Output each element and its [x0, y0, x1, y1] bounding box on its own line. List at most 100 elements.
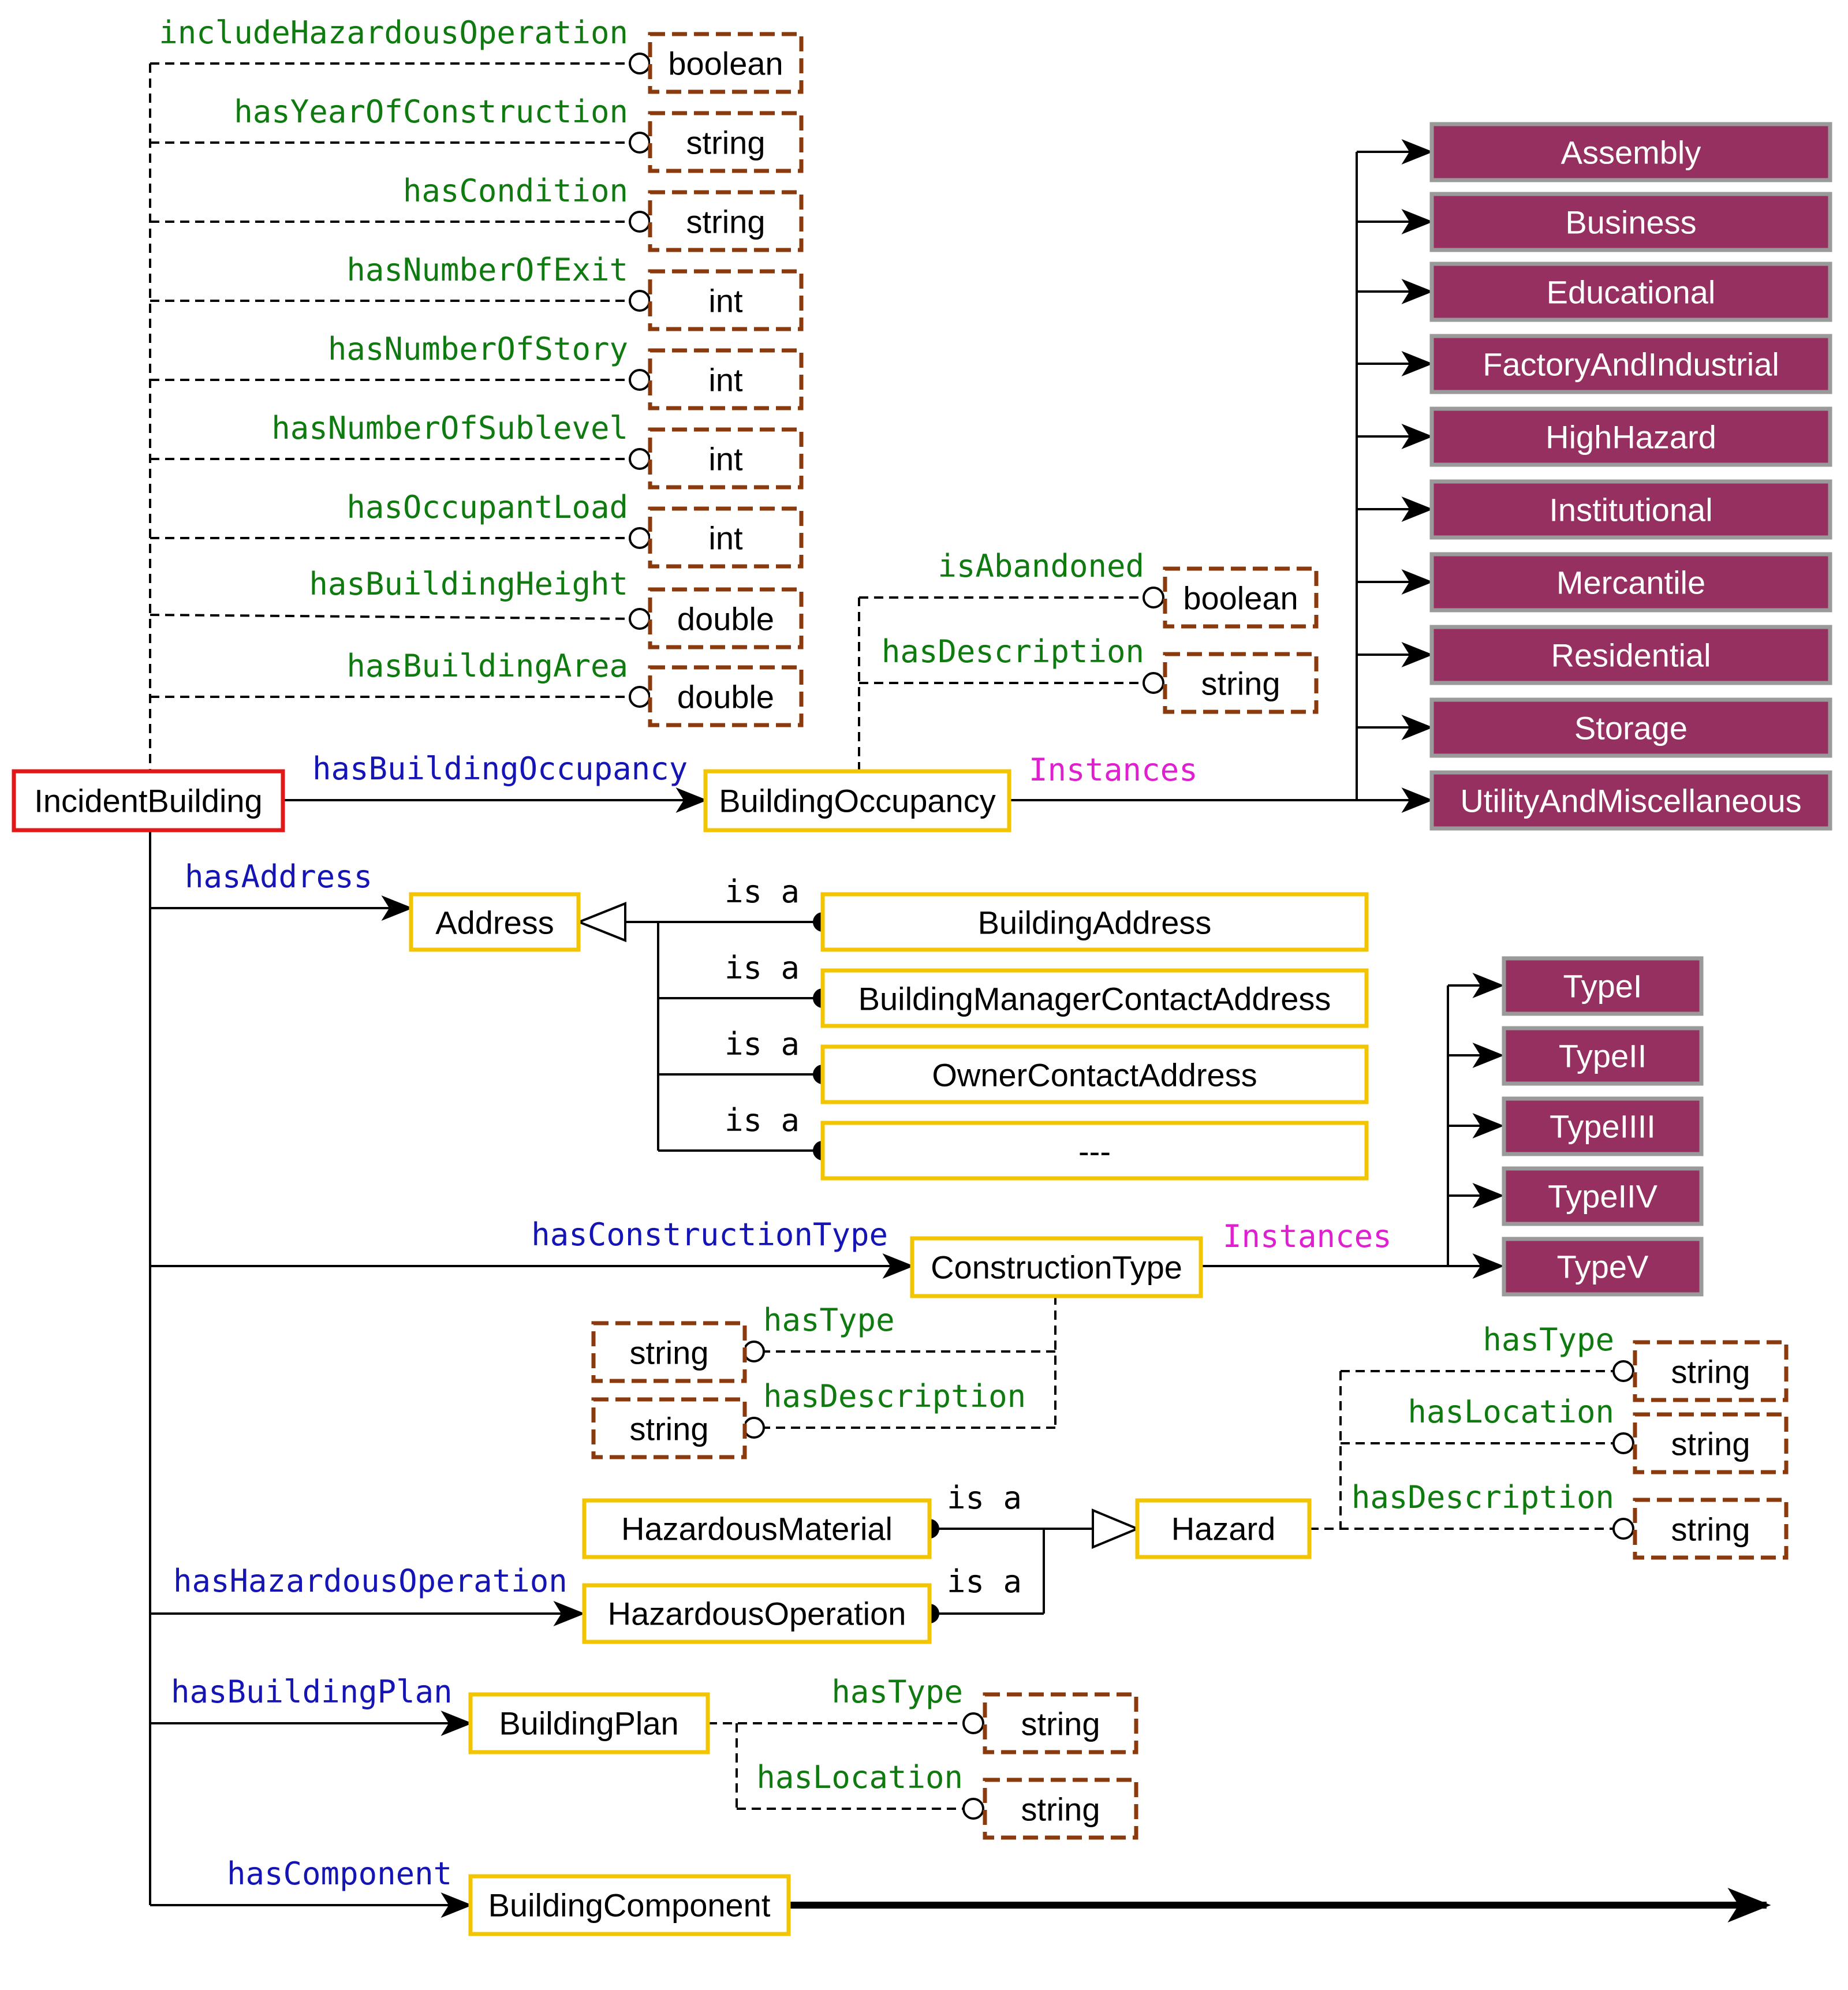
instance-type-v[interactable]: TypeV [1502, 1237, 1704, 1297]
isa-label: is a [725, 1026, 800, 1062]
node-building-component[interactable]: BuildingComponent [468, 1874, 791, 1936]
instance-label: Residential [1551, 637, 1711, 674]
node-building-occupancy[interactable]: BuildingOccupancy [703, 769, 1011, 832]
node-building-plan[interactable]: BuildingPlan [468, 1692, 710, 1754]
relation-label-has-building-occupancy: hasBuildingOccupancy [312, 751, 688, 787]
construction-section: hasConstructionType ConstructionType Ins… [531, 1216, 1392, 1459]
datatype-box[interactable] [648, 665, 804, 727]
datatype-box[interactable] [648, 587, 804, 649]
instance-label: Business [1565, 204, 1696, 241]
instance-type-ii[interactable]: TypeII [1502, 1026, 1704, 1086]
datatype-box[interactable] [1163, 566, 1319, 629]
isa-label: is a [947, 1480, 1022, 1516]
property-label: hasNumberOfExit [346, 252, 628, 288]
isa-label: is a [725, 950, 800, 986]
node-label: BuildingManagerContactAddress [858, 981, 1331, 1017]
occupancy-section: hasBuildingOccupancy BuildingOccupancy i… [312, 548, 1319, 832]
node-label: HazardousMaterial [621, 1511, 893, 1547]
instance-label: Storage [1574, 710, 1688, 746]
instance-educational[interactable]: Educational [1429, 262, 1832, 322]
datatype-box[interactable] [1633, 1412, 1789, 1474]
datatype-box[interactable] [648, 111, 804, 173]
instance-type-iiv[interactable]: TypeIIV [1502, 1166, 1704, 1226]
property-label: hasYearOfConstruction [234, 94, 628, 130]
node-other-address[interactable]: --- [820, 1121, 1369, 1181]
node-label: Hazard [1171, 1511, 1276, 1547]
instance-factory-and-industrial[interactable]: FactoryAndIndustrial [1429, 334, 1832, 394]
datatype-box[interactable] [648, 348, 804, 410]
datatype-box[interactable] [983, 1692, 1138, 1754]
instance-label: Mercantile [1556, 565, 1705, 601]
node-label: ConstructionType [931, 1249, 1182, 1286]
instance-type-i[interactable]: TypeI [1502, 956, 1704, 1016]
property-label: hasBuildingHeight [309, 566, 628, 602]
node-hazardous-material[interactable]: HazardousMaterial [582, 1498, 932, 1559]
instance-label: Institutional [1549, 492, 1712, 528]
relation-label-has-building-plan: hasBuildingPlan [171, 1674, 453, 1710]
isa-label: is a [947, 1563, 1022, 1600]
property-condition: hasCondition string [403, 173, 804, 252]
instance-type-iiii[interactable]: TypeIIII [1502, 1096, 1704, 1156]
instances-label: Instances [1029, 752, 1198, 788]
node-building-address[interactable]: BuildingAddress [820, 892, 1369, 952]
instance-high-hazard[interactable]: HighHazard [1429, 406, 1832, 467]
datatype-box[interactable] [1633, 1498, 1789, 1560]
relation-label-has-address: hasAddress [185, 858, 372, 895]
instance-label: TypeI [1563, 968, 1642, 1005]
node-construction-type[interactable]: ConstructionType [910, 1236, 1203, 1298]
node-owner-contact-address[interactable]: OwnerContactAddress [820, 1044, 1369, 1104]
property-label-has-type: hasType [1483, 1321, 1614, 1358]
datatype-label: double [677, 679, 774, 715]
property-label: hasNumberOfSublevel [271, 410, 628, 446]
construction-instances: TypeI TypeII TypeIIII TypeIIV TypeV [1502, 956, 1704, 1297]
instance-business[interactable]: Business [1429, 192, 1832, 252]
datatype-label: string [630, 1411, 709, 1447]
datatype-box[interactable] [648, 506, 804, 569]
instance-label: TypeV [1557, 1249, 1649, 1285]
node-building-manager-contact-address[interactable]: BuildingManagerContactAddress [820, 968, 1369, 1028]
datatype-box[interactable] [1163, 652, 1319, 714]
datatype-box[interactable] [648, 427, 804, 490]
address-section: hasAddress Address is a is a is a is a B… [185, 858, 1369, 1181]
property-label: includeHazardousOperation [159, 14, 628, 51]
property-label-has-type: hasType [763, 1302, 895, 1338]
datatype-box[interactable] [648, 190, 804, 252]
property-label-has-description: hasDescription [882, 633, 1144, 670]
node-hazardous-operation[interactable]: HazardousOperation [582, 1583, 932, 1644]
instance-assembly[interactable]: Assembly [1429, 122, 1832, 182]
datatype-box[interactable] [1633, 1340, 1789, 1402]
datatype-box[interactable] [591, 1321, 747, 1383]
instance-mercantile[interactable]: Mercantile [1429, 552, 1832, 613]
instance-label: UtilityAndMiscellaneous [1460, 783, 1801, 819]
instance-institutional[interactable]: Institutional [1429, 479, 1832, 540]
datatype-label: string [686, 204, 766, 240]
datatype-box[interactable] [648, 32, 804, 94]
property-number-of-story: hasNumberOfStory int [328, 331, 804, 410]
instance-label: TypeIIV [1548, 1178, 1658, 1215]
subclass-triangle-hazard [1092, 1509, 1141, 1549]
node-incident-building[interactable]: IncidentBuilding [12, 769, 285, 832]
datatype-box[interactable] [983, 1778, 1138, 1840]
property-label-has-location: hasLocation [756, 1759, 963, 1795]
isa-label: is a [725, 873, 800, 910]
datatype-label: string [1671, 1354, 1750, 1390]
node-label: OwnerContactAddress [932, 1057, 1257, 1093]
datatype-label: string [686, 125, 766, 161]
instance-utility-and-miscellaneous[interactable]: UtilityAndMiscellaneous [1429, 770, 1832, 831]
relation-label-has-component: hasComponent [227, 1855, 452, 1892]
instance-storage[interactable]: Storage [1429, 697, 1832, 758]
instance-residential[interactable]: Residential [1429, 625, 1832, 685]
isa-label: is a [725, 1102, 800, 1138]
instance-label: TypeII [1559, 1038, 1647, 1074]
node-label: BuildingPlan [499, 1705, 678, 1742]
datatype-label: int [708, 520, 743, 557]
datatype-box[interactable] [648, 269, 804, 331]
hazard-section: HazardousMaterial HazardousOperation is … [173, 1321, 1789, 1644]
property-label: hasCondition [403, 173, 628, 209]
node-address[interactable]: Address [409, 892, 581, 952]
datatype-label: boolean [1183, 580, 1298, 617]
datatype-box[interactable] [591, 1397, 747, 1459]
node-hazard[interactable]: Hazard [1135, 1498, 1312, 1559]
datatype-label: int [708, 283, 743, 319]
datatype-label: string [1021, 1706, 1100, 1742]
